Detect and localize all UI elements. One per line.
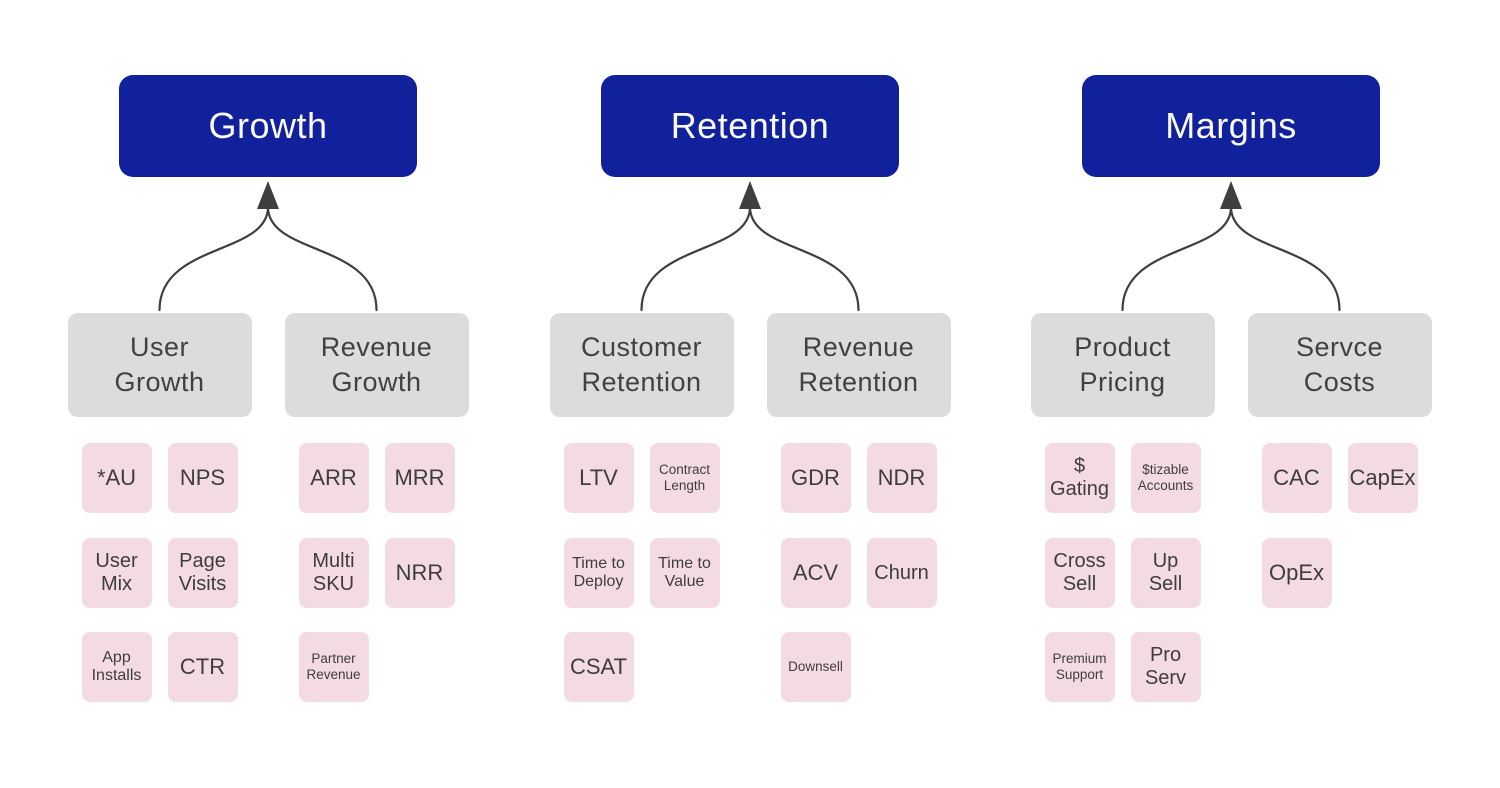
metric-tizable-accounts: $tizable Accounts <box>1130 443 1201 513</box>
metric-pro-serv: Pro Serv <box>1130 632 1201 702</box>
category-margins: Margins <box>1082 75 1380 177</box>
metric-up-sell: Up Sell <box>1130 538 1201 608</box>
metric-user-mix: User Mix <box>81 538 152 608</box>
subcategory-revenue-growth: Revenue Growth <box>284 313 469 417</box>
merge-arrow-growth <box>158 181 378 312</box>
metric-mrr: MRR <box>384 443 455 513</box>
metric-app-installs: App Installs <box>81 632 152 702</box>
subcategory-product-pricing: Product Pricing <box>1030 313 1215 417</box>
metric-contract-length: Contract Length <box>649 443 720 513</box>
metric-downsell: Downsell <box>780 632 851 702</box>
category-growth: Growth <box>119 75 417 177</box>
metric-ctr: CTR <box>167 632 238 702</box>
metric-time-to-deploy: Time to Deploy <box>563 538 634 608</box>
metric-dollar-gating: $ Gating <box>1044 443 1115 513</box>
metric-arr: ARR <box>298 443 369 513</box>
metric-gdr: GDR <box>780 443 851 513</box>
metric-nps: NPS <box>167 443 238 513</box>
metric-ltv: LTV <box>563 443 634 513</box>
merge-arrow-margins <box>1121 181 1341 312</box>
metric-partner-revenue: Partner Revenue <box>298 632 369 702</box>
metric-cross-sell: Cross Sell <box>1044 538 1115 608</box>
metric-ndr: NDR <box>866 443 937 513</box>
metric-page-visits: Page Visits <box>167 538 238 608</box>
subcategory-servce-costs: Servce Costs <box>1247 313 1432 417</box>
metric-time-to-value: Time to Value <box>649 538 720 608</box>
subcategory-customer-retention: Customer Retention <box>549 313 734 417</box>
metric-nrr: NRR <box>384 538 455 608</box>
metric-multi-sku: Multi SKU <box>298 538 369 608</box>
metric-cac: CAC <box>1261 443 1332 513</box>
metric-opex: OpEx <box>1261 538 1332 608</box>
metric-acv: ACV <box>780 538 851 608</box>
category-retention: Retention <box>601 75 899 177</box>
metric-au: *AU <box>81 443 152 513</box>
metric-csat: CSAT <box>563 632 634 702</box>
metric-premium-support: Premium Support <box>1044 632 1115 702</box>
metric-churn: Churn <box>866 538 937 608</box>
metric-capex: CapEx <box>1347 443 1418 513</box>
subcategory-user-growth: User Growth <box>67 313 252 417</box>
merge-arrow-retention <box>640 181 860 312</box>
subcategory-revenue-retention: Revenue Retention <box>766 313 951 417</box>
